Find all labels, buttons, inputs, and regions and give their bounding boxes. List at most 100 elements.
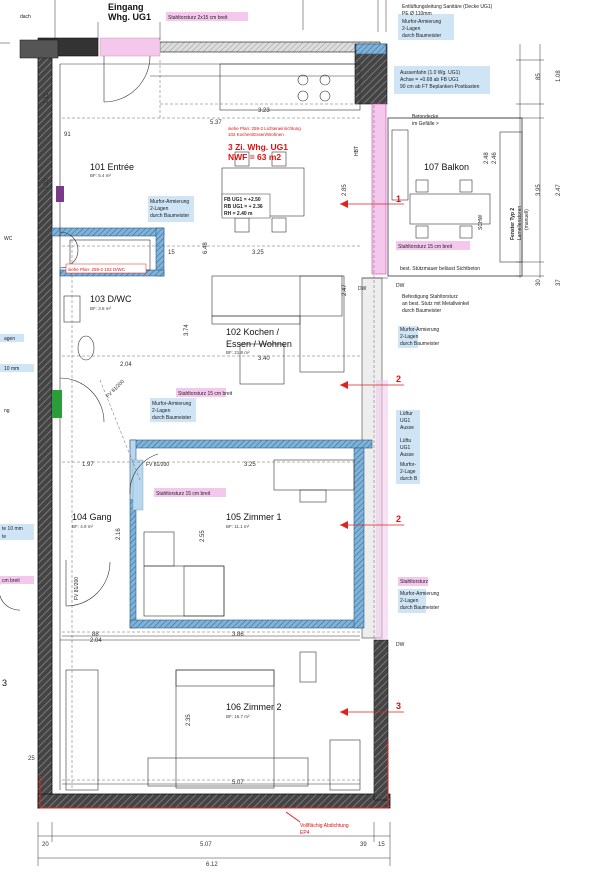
left-te: te [2, 534, 6, 540]
murfor-r2-1: Murfor-Armierung [400, 591, 439, 597]
murfor-mid-2: 2-Lagen [150, 206, 169, 212]
dim-395: 3.95 [536, 184, 542, 196]
dim-648: 6.48 [203, 242, 209, 254]
dim-248: 2.48 [484, 152, 490, 164]
pe-label: PE Ø 110mm [402, 11, 432, 17]
section-marker-lines [340, 203, 404, 713]
room-105-name: 105 Zimmer 1 [226, 512, 282, 522]
dim-30: 30 [536, 279, 542, 286]
fv-label-1: FV 81/200 [105, 379, 126, 400]
room-105-area: BF: 11.1 m² [226, 524, 250, 529]
fenster-2: Lamellenstoren [517, 206, 523, 240]
dim-507b: 5.07 [200, 842, 212, 848]
dim-216: 2.16 [116, 528, 122, 540]
dim-197: 1.97 [82, 462, 94, 468]
section-marker-2a: 2 [396, 374, 401, 384]
hidden-lines [62, 60, 375, 790]
dim-88: 88 [92, 632, 99, 638]
room-102-name-1: 102 Kochen / [226, 327, 280, 337]
dw-label-1: DW [396, 283, 405, 289]
room-102-name-2: Essen / Wohnen [226, 339, 292, 349]
dw-label-2: DW [396, 642, 405, 648]
levels-2: RB UG1 = + 2.36 [224, 204, 263, 210]
lueft-6: Ausse [400, 452, 414, 458]
waterproofing-line [39, 740, 389, 823]
dim-204: 2.04 [120, 362, 132, 368]
lueft-5: UG1 [400, 445, 411, 451]
stahltorsturz-gang: Stahltorsturz 15 cm breit [156, 491, 211, 497]
bottom-dimension-chain [37, 635, 391, 866]
stahltorsturz-right: Stahltorsturz [400, 579, 429, 585]
fv-label-3: FV 81/200 [74, 577, 80, 600]
lueft-3: Ausse [400, 425, 414, 431]
lueft-1: Lüftur [400, 411, 413, 417]
room-101-area: BF: 5.4 m² [90, 173, 112, 178]
siehe-plan-1: siehe Plan: 259-2 Lichteneinrichtung [228, 126, 301, 131]
siehe-plan-2: 102 Kochen/Essen/Wohnen [228, 132, 284, 137]
fenster-3: (manuell) [524, 209, 530, 230]
section-marker-arrows [340, 200, 348, 716]
entlueftung-label: Entlüftungsleitung Sanitäre (Decke UG1) [402, 4, 493, 10]
lueft-4: Lüftu [400, 438, 411, 444]
dim-340: 3.40 [258, 356, 270, 362]
stahltorsturz-balkon: Stahltorsturz 15 cm breit [398, 244, 453, 250]
dim-204b: 2.04 [90, 638, 102, 644]
vollflaechig-1: Vollflächig Abdichtung [300, 823, 349, 829]
room-107-name: 107 Balkon [424, 162, 469, 172]
axis-lines [0, 0, 387, 44]
room-104-name: 104 Gang [72, 512, 112, 522]
betondecke-1: Betondecke [412, 114, 439, 120]
stahltorsturz-top: Stahltorsturz 2x15 cm breit [168, 15, 228, 21]
murfor-top-1: Murfor-Armierung [402, 19, 441, 25]
dim-537: 5.37 [210, 120, 222, 126]
murfor-r1-2: 2-Lagen [400, 334, 419, 340]
left-cmbreit: cm breit [2, 578, 20, 584]
door-marker-purple [56, 186, 64, 202]
dim-39: 39 [360, 842, 367, 848]
unit-title: 3 Zi. Whg. UG1 [228, 142, 288, 152]
befestigung-2: an best. Stutz mit Metallwinkel [402, 301, 469, 307]
dim-25: 25 [28, 756, 35, 762]
levels-box [221, 193, 271, 219]
murfor-mid-3: durch Baumeister [150, 213, 190, 219]
dw-label-3: DW [358, 286, 367, 292]
section-marker-1: 1 [396, 194, 401, 204]
dim-325b: 3.25 [244, 462, 256, 468]
dim-85: 85 [536, 73, 542, 80]
dim-323: 3.23 [258, 108, 270, 114]
room-106-name: 106 Zimmer 2 [226, 702, 282, 712]
vollflaechig-2: EP4 [300, 830, 310, 836]
left-3: 3 [2, 678, 7, 688]
dim-20: 20 [42, 842, 49, 848]
left-wc: WC [4, 236, 13, 242]
murfor-mid-1: Murfor-Armierung [150, 199, 189, 205]
fenster-1: Fenster Typ 2 [510, 208, 516, 240]
unit-nwf: NWF = 63 m2 [228, 152, 281, 162]
left-ng: ng [4, 408, 10, 414]
murfor-r1-1: Murfor-Armierung [400, 327, 439, 333]
room-101-name: 101 Entrée [90, 162, 134, 172]
room-103-area: BF: 3.8 m² [90, 306, 112, 311]
befestigung-1: Befestigung Stahltorsturz [402, 294, 458, 300]
dim-507: 5.07 [232, 780, 244, 786]
dim-91: 91 [64, 132, 71, 138]
room-104-area: BF: 4.9 m² [72, 524, 94, 529]
dim-612: 6.12 [206, 862, 218, 868]
dim-255: 2.55 [200, 530, 206, 542]
murfor-gang-3: durch Baumeister [152, 415, 192, 421]
section-marker-3: 3 [396, 701, 401, 711]
dim-325: 3.25 [252, 250, 264, 256]
dim-15: 15 [168, 250, 175, 256]
inner-walls [51, 43, 387, 629]
fv-label-2: FV 81/200 [146, 462, 169, 468]
stahltorsturz-mid: Stahltorsturz 15 cm breit [178, 391, 233, 397]
room-103-name: 103 D/WC [90, 294, 132, 304]
left-10mm-1: 10 mm [4, 366, 19, 372]
entrance-label-2: Whg. UG1 [108, 12, 151, 22]
door-marker-green [52, 390, 62, 418]
murfor-r3-1: Murfor- [400, 462, 416, 468]
pink-label-boxes [0, 12, 490, 613]
lueft-2: UG1 [400, 418, 411, 424]
aussen-3: 90 cm ab FT Beplanken-Postkasten [400, 84, 480, 90]
